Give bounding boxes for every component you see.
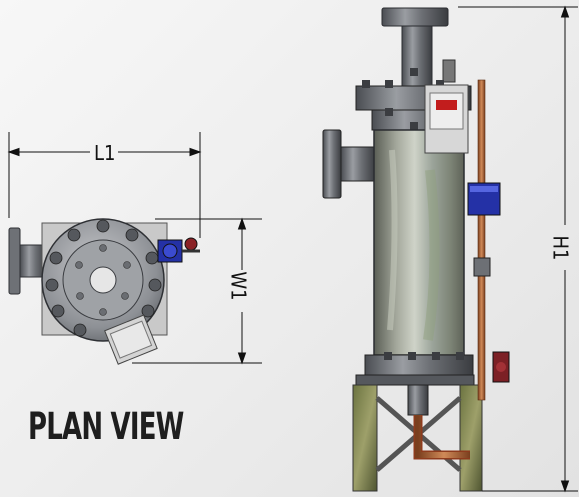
w1-dimension-label: W1 (226, 271, 251, 301)
dimension-lines-plan (7, 132, 262, 365)
elevation-view-drawing (322, 7, 510, 492)
plan-view-title: PLAN VIEW (28, 405, 184, 448)
h1-dimension-label: H1 (548, 235, 573, 261)
l1-dimension-label: L1 (94, 141, 116, 165)
plan-view-drawing (8, 218, 200, 365)
dimension-lines-elevation (458, 5, 578, 493)
